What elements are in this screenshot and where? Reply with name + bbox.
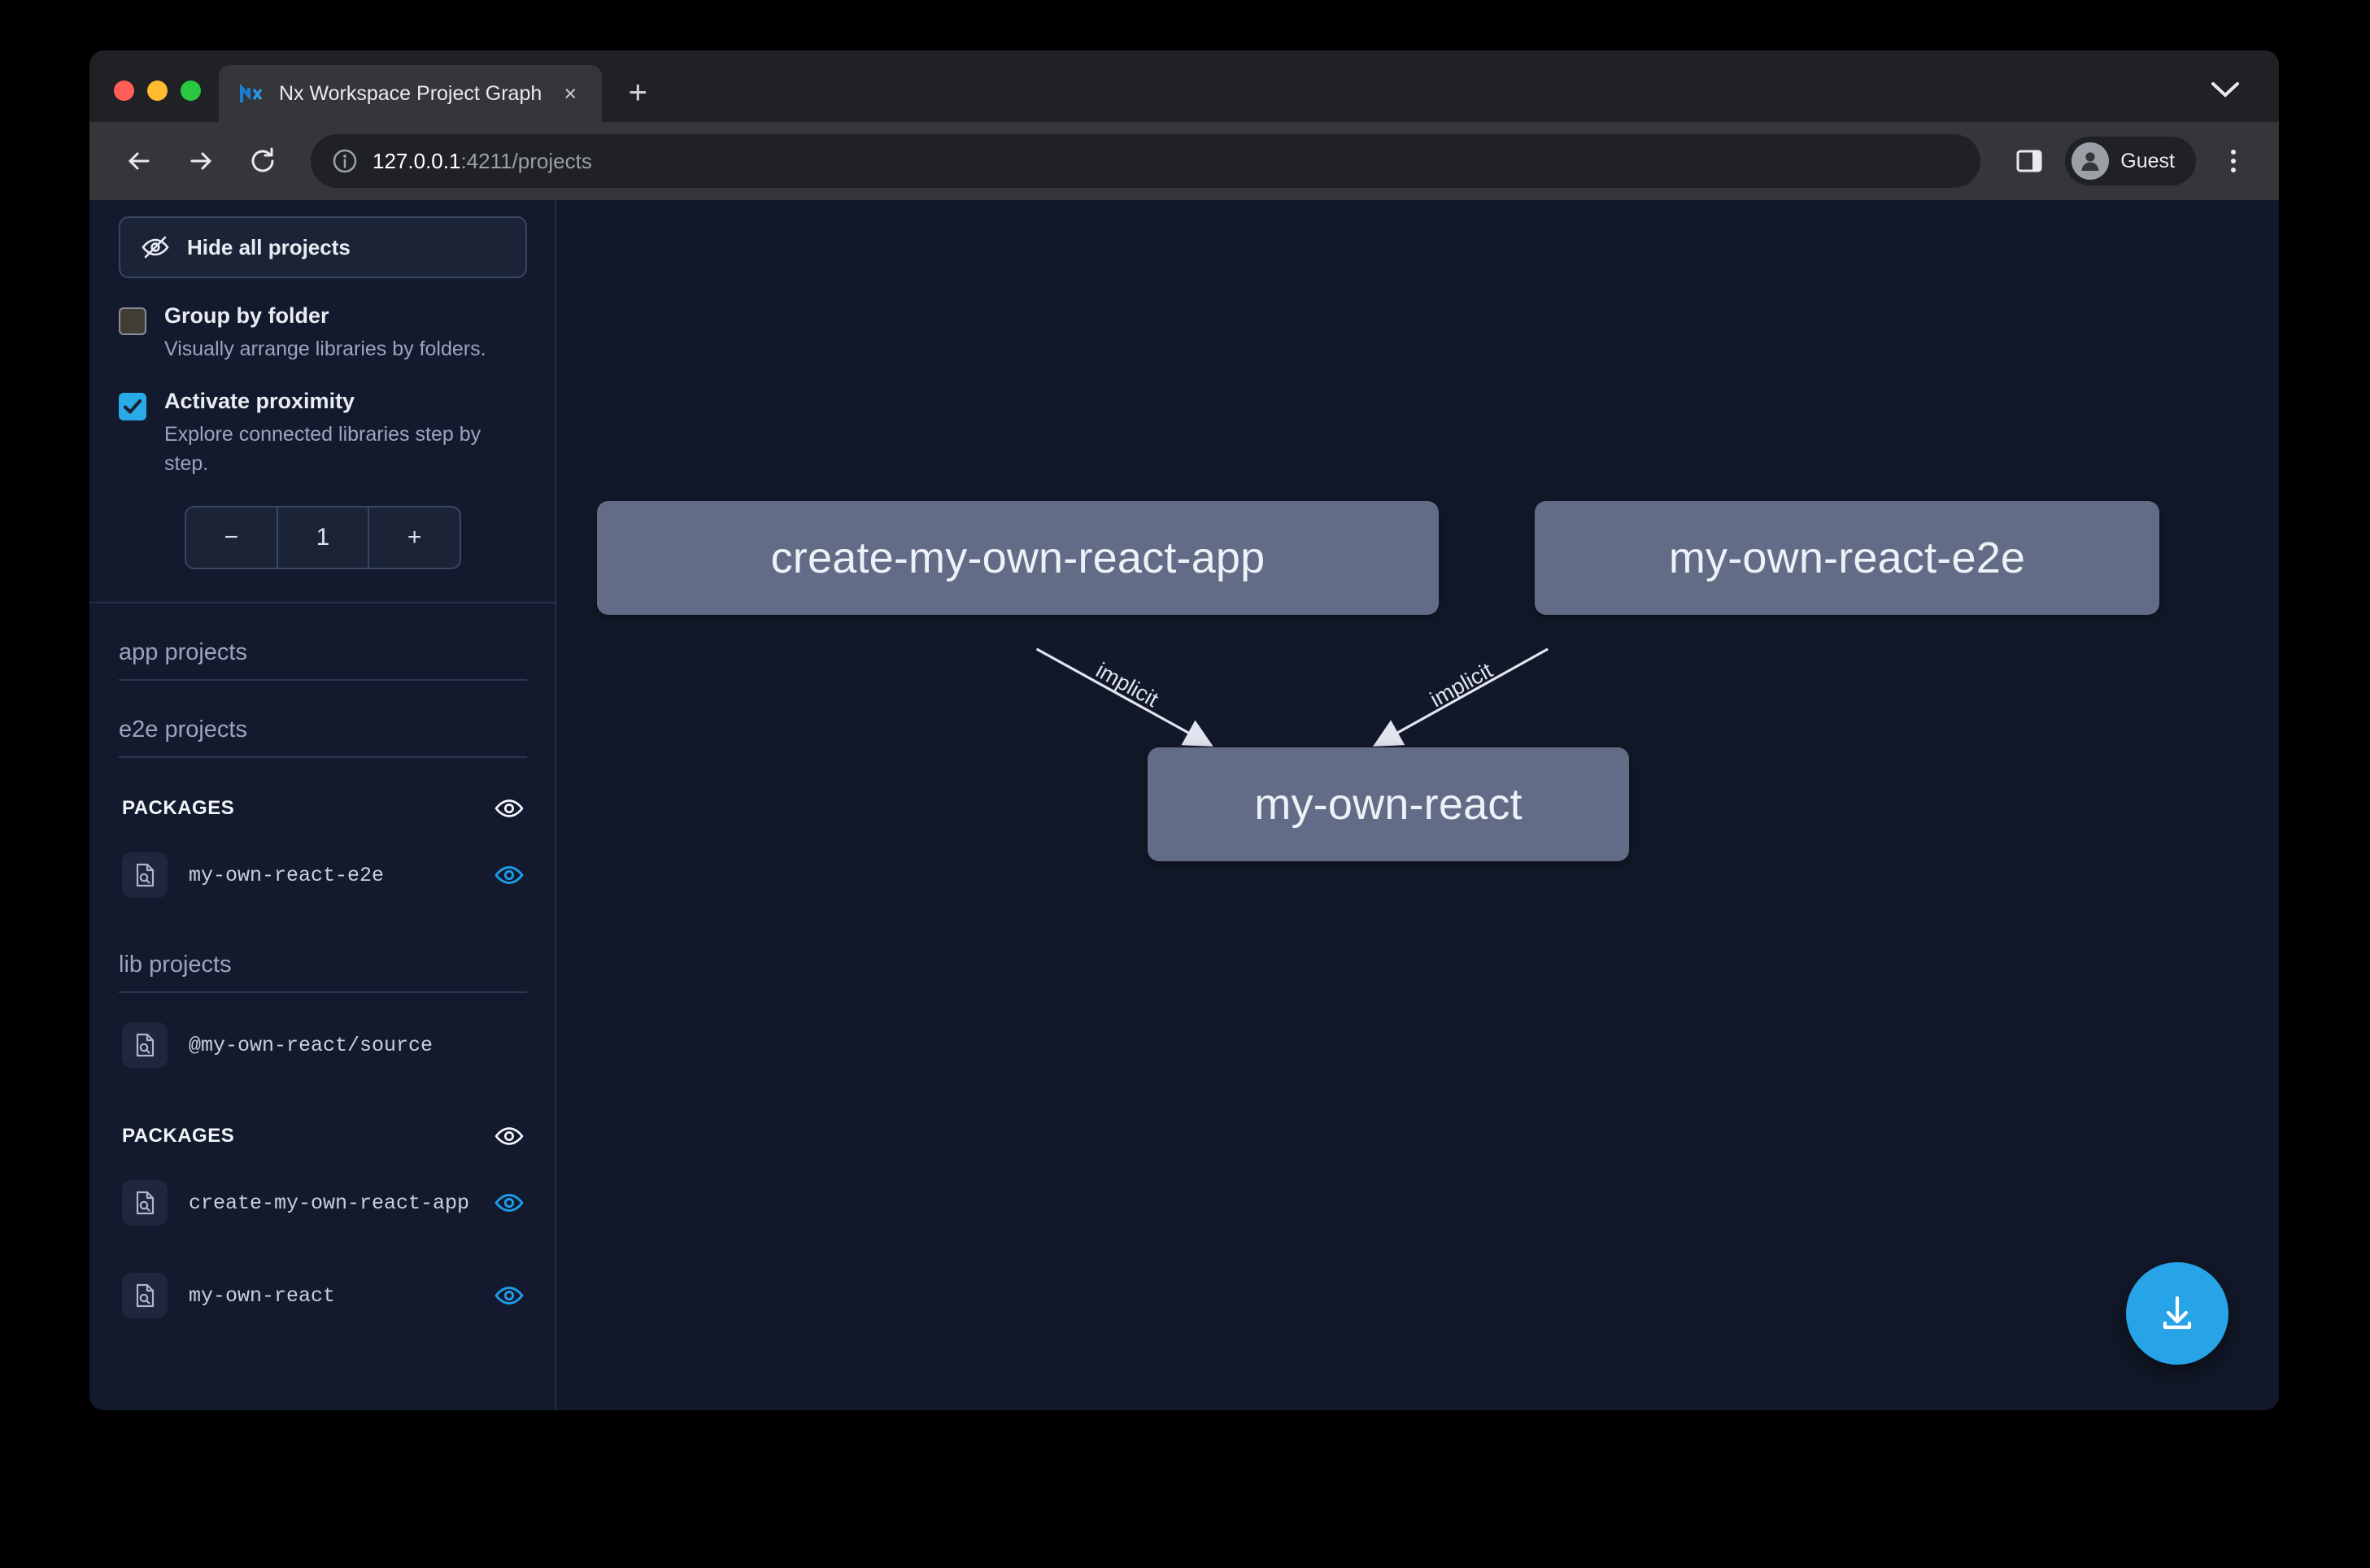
url-text: 127.0.0.1:4211/projects: [372, 149, 592, 174]
sidebar: Show all projects Hide all projects Grou…: [89, 200, 556, 1410]
window-controls: [89, 81, 219, 122]
browser-tab[interactable]: Nx Workspace Project Graph ×: [219, 65, 602, 122]
tab-strip: Nx Workspace Project Graph × +: [89, 50, 2279, 122]
activate-proximity-option[interactable]: Activate proximity Explore connected lib…: [119, 388, 527, 478]
file-search-icon: [122, 1022, 168, 1068]
eye-slash-icon: [142, 233, 169, 261]
proximity-decrement-button[interactable]: −: [186, 507, 277, 568]
list-item-label: my-own-react-e2e: [189, 864, 473, 887]
check-icon: [122, 396, 143, 417]
address-bar[interactable]: 127.0.0.1:4211/projects: [311, 134, 1980, 188]
packages-label: PACKAGES: [122, 797, 234, 820]
list-item[interactable]: create-my-own-react-app: [119, 1162, 527, 1244]
list-item[interactable]: my-own-react-e2e: [119, 834, 527, 916]
edge-label-implicit-2: implicit: [1426, 658, 1496, 712]
side-panel-icon[interactable]: [2006, 138, 2052, 184]
hide-all-projects-button[interactable]: Hide all projects: [119, 216, 527, 278]
close-tab-button[interactable]: ×: [556, 80, 584, 107]
edge-label-implicit-1: implicit: [1092, 658, 1163, 712]
list-item-label: @my-own-react/source: [189, 1034, 524, 1057]
packages-label: PACKAGES: [122, 1125, 234, 1148]
graph-node-create-my-own-react-app[interactable]: create-my-own-react-app: [597, 501, 1439, 615]
packages-subheader-e2e: PACKAGES: [119, 758, 527, 823]
graph-node-my-own-react[interactable]: my-own-react: [1148, 747, 1629, 861]
tab-title: Nx Workspace Project Graph: [279, 82, 542, 106]
kebab-menu-icon[interactable]: [2211, 138, 2256, 184]
group-title-app-projects: app projects: [119, 603, 527, 681]
group-title-e2e-projects: e2e projects: [119, 681, 527, 758]
site-info-icon[interactable]: [332, 148, 358, 174]
group-by-folder-label: Group by folder: [164, 303, 486, 330]
profile-chip[interactable]: Guest: [2065, 137, 2196, 185]
list-item[interactable]: @my-own-react/source: [119, 1004, 527, 1086]
browser-toolbar: 127.0.0.1:4211/projects Guest: [89, 122, 2279, 200]
new-tab-button[interactable]: +: [613, 68, 662, 117]
group-by-folder-option[interactable]: Group by folder Visually arrange librari…: [119, 303, 527, 364]
graph-node-my-own-react-e2e[interactable]: my-own-react-e2e: [1535, 501, 2159, 615]
graph-node-label: create-my-own-react-app: [771, 533, 1266, 583]
minimize-window-button[interactable]: [147, 81, 168, 101]
list-item-label: my-own-react: [189, 1284, 473, 1308]
browser-window: Nx Workspace Project Graph × + 127.0.0.: [89, 50, 2279, 1410]
group-title-lib-projects: lib projects: [119, 916, 527, 993]
list-item[interactable]: my-own-react: [119, 1255, 527, 1336]
activate-proximity-label: Activate proximity: [164, 388, 506, 416]
eye-icon[interactable]: [494, 1188, 524, 1217]
download-graph-button[interactable]: [2126, 1262, 2228, 1365]
profile-name: Guest: [2120, 150, 2175, 173]
eye-icon[interactable]: [494, 794, 524, 823]
eye-icon[interactable]: [494, 1122, 524, 1151]
maximize-window-button[interactable]: [181, 81, 201, 101]
eye-icon[interactable]: [494, 1281, 524, 1310]
reload-icon[interactable]: [236, 134, 290, 188]
graph-node-label: my-own-react: [1254, 779, 1522, 830]
proximity-value[interactable]: 1: [277, 507, 370, 568]
nx-logo-icon: [240, 83, 264, 104]
eye-icon[interactable]: [494, 860, 524, 890]
file-search-icon: [122, 1273, 168, 1318]
group-by-folder-description: Visually arrange libraries by folders.: [164, 335, 486, 364]
forward-arrow-icon[interactable]: [174, 134, 228, 188]
proximity-stepper: − 1 +: [185, 506, 461, 569]
proximity-increment-button[interactable]: +: [369, 507, 460, 568]
group-by-folder-checkbox[interactable]: [119, 307, 146, 335]
edge-create-my-own-react-app-to-my-own-react: [1037, 649, 1208, 743]
hide-all-projects-label: Hide all projects: [187, 235, 351, 260]
project-graph-canvas[interactable]: implicit implicit create-my-own-react-ap…: [556, 200, 2279, 1410]
url-path: :4211/projects: [460, 149, 591, 173]
activate-proximity-description: Explore connected libraries step by step…: [164, 420, 506, 478]
activate-proximity-checkbox[interactable]: [119, 393, 146, 420]
page-content: Show all projects Hide all projects Grou…: [89, 200, 2279, 1410]
avatar: [2072, 142, 2109, 180]
download-icon: [2154, 1290, 2201, 1337]
packages-subheader-lib: PACKAGES: [119, 1086, 527, 1151]
file-search-icon: [122, 1180, 168, 1226]
back-arrow-icon[interactable]: [112, 134, 166, 188]
url-host: 127.0.0.1: [372, 149, 460, 173]
close-window-button[interactable]: [114, 81, 134, 101]
graph-node-label: my-own-react-e2e: [1669, 533, 2025, 583]
list-item-label: create-my-own-react-app: [189, 1191, 473, 1215]
file-search-icon: [122, 852, 168, 898]
chevron-down-icon[interactable]: [2211, 81, 2240, 102]
